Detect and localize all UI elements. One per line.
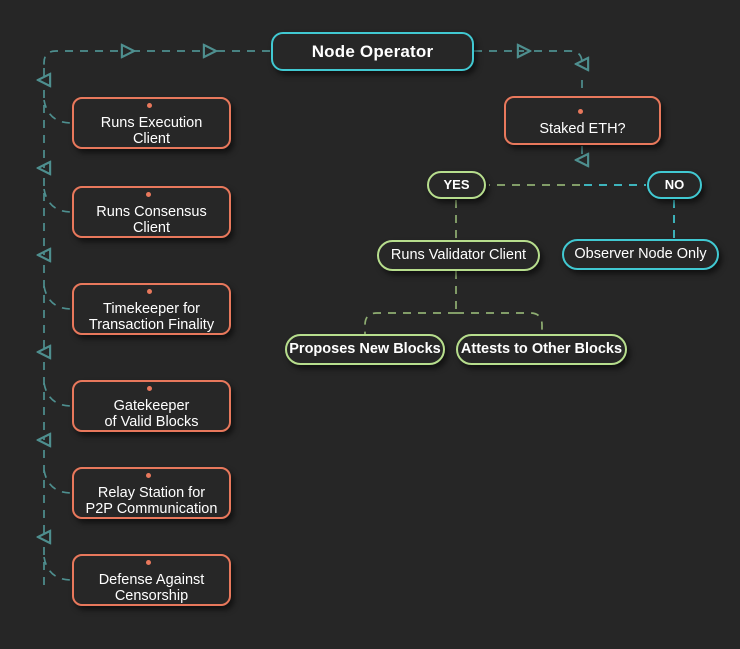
node-defense-against-censorship[interactable]: Defense Against Censorship xyxy=(72,554,231,606)
node-runs-consensus-client[interactable]: Runs Consensus Client xyxy=(72,186,231,238)
node-label: Observer Node Only xyxy=(574,246,707,263)
edge-branch-4 xyxy=(43,382,73,407)
bullet-dot-icon xyxy=(577,108,583,114)
node-label: Runs Validator Client xyxy=(390,247,527,264)
node-root-node-operator[interactable]: Node Operator xyxy=(271,32,474,71)
edge-branch-6 xyxy=(43,556,73,581)
branch-label-yes[interactable]: YES xyxy=(427,171,486,199)
node-label: YES xyxy=(443,176,470,192)
bullet-dot-icon xyxy=(146,288,152,294)
edge-branch-1 xyxy=(43,99,73,124)
node-timekeeper-transaction-finality[interactable]: Timekeeper for Transaction Finality xyxy=(72,283,231,335)
edge-duty-right xyxy=(456,312,543,334)
edge-branch-2 xyxy=(43,188,73,213)
bullet-dot-icon xyxy=(146,385,152,391)
node-label: Staked ETH? xyxy=(539,104,626,137)
bullet-dot-icon xyxy=(146,559,152,565)
bullet-dot-icon xyxy=(146,102,152,108)
node-decision-staked-eth[interactable]: Staked ETH? xyxy=(504,96,661,145)
node-proposes-new-blocks[interactable]: Proposes New Blocks xyxy=(285,334,445,365)
node-label: NO xyxy=(664,176,685,192)
node-label: Relay Station for P2P Communication xyxy=(86,468,217,518)
node-observer-node-only[interactable]: Observer Node Only xyxy=(562,239,719,270)
edge-branch-5 xyxy=(43,469,73,494)
edge-branch-3 xyxy=(43,285,73,310)
bullet-dot-icon xyxy=(146,472,152,478)
edge-right-corner xyxy=(534,50,582,64)
node-runs-validator-client[interactable]: Runs Validator Client xyxy=(377,240,540,271)
node-label: Defense Against Censorship xyxy=(99,555,204,605)
node-gatekeeper-valid-blocks[interactable]: Gatekeeper of Valid Blocks xyxy=(72,380,231,432)
node-label: Node Operator xyxy=(311,41,434,61)
node-label: Proposes New Blocks xyxy=(289,341,441,358)
node-label: Attests to Other Blocks xyxy=(460,341,623,358)
node-attests-to-other-blocks[interactable]: Attests to Other Blocks xyxy=(456,334,627,365)
node-label: Timekeeper for Transaction Finality xyxy=(89,284,214,334)
node-label: Runs Consensus Client xyxy=(96,187,207,237)
node-runs-execution-client[interactable]: Runs Execution Client xyxy=(72,97,231,149)
node-relay-station-p2p[interactable]: Relay Station for P2P Communication xyxy=(72,467,231,519)
bullet-dot-icon xyxy=(146,191,152,197)
edge-duty-left xyxy=(364,312,456,334)
node-label: Runs Execution Client xyxy=(101,98,202,148)
node-label: Gatekeeper of Valid Blocks xyxy=(104,381,199,431)
branch-label-no[interactable]: NO xyxy=(647,171,702,199)
edge-left-spine-corner xyxy=(43,50,118,66)
